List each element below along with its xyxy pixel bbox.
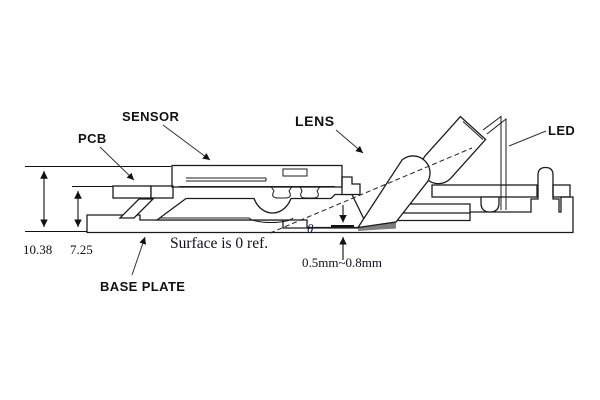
- leader-pcb: [99, 146, 135, 181]
- pcb-label: PCB: [78, 131, 107, 146]
- holder-right-step: [341, 176, 361, 196]
- pcb-left-strip-plain: [150, 185, 174, 199]
- led-dome-bottom: [480, 196, 500, 213]
- pcb-left-strip-hatched: [112, 185, 152, 199]
- sensor-label: SENSOR: [122, 109, 180, 124]
- holder-left-leg: [118, 198, 155, 219]
- sensor-top-notch: [282, 168, 308, 177]
- lens-label: LENS: [295, 113, 335, 129]
- led-label: LED: [548, 123, 575, 138]
- pcb-right-strip-wire-gap: [498, 186, 509, 196]
- holder-inner-line: [160, 217, 294, 223]
- optical-axis-line: [269, 147, 473, 234]
- leader-sensor: [162, 124, 211, 161]
- lens-barrel-shadow: [358, 222, 396, 231]
- sensor-die-lines: [179, 177, 335, 187]
- leader-lens: [335, 129, 364, 154]
- base-plate-label: BASE PLATE: [100, 279, 185, 294]
- surface-ref-note: Surface is 0 ref.: [170, 235, 268, 252]
- theta-symbol: θ: [307, 221, 314, 236]
- leader-led: [508, 130, 547, 147]
- lens-holder-clip: [155, 193, 370, 229]
- led-rim-line: [462, 121, 484, 140]
- pcb-right-end-piece: [552, 184, 571, 198]
- leader-base-plate: [131, 236, 147, 276]
- lens-clearance-dim-text: 0.5mm~0.8mm: [302, 255, 382, 270]
- total-height-dim-text: 10.38: [23, 242, 52, 257]
- led-body: [420, 115, 487, 185]
- lens-barrel: [356, 155, 431, 229]
- pcb-right-strip: [431, 184, 538, 198]
- sensor-claw-right: [299, 186, 321, 199]
- led-lead-wire: [482, 115, 507, 210]
- sensor-claw-left: [270, 186, 293, 199]
- pcb-height-dim-text: 7.25: [70, 242, 93, 257]
